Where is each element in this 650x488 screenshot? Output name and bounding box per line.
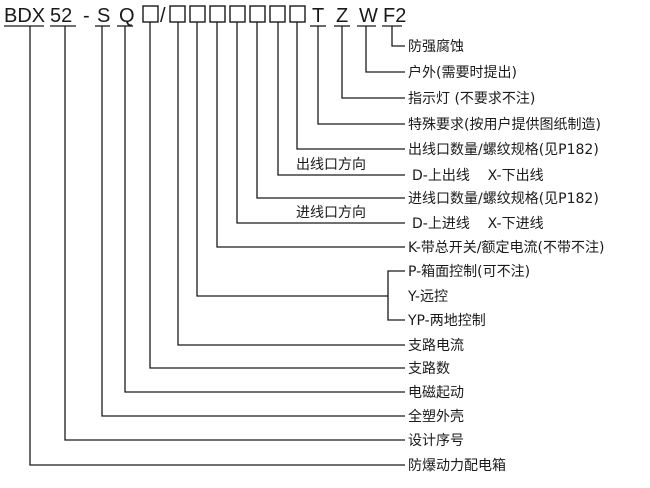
leader-electromagnetic bbox=[124, 26, 405, 393]
leader-plastic-shell bbox=[101, 26, 405, 417]
label-inlet-qty: 进线口数量/螺纹规格(见P182) bbox=[408, 191, 599, 207]
leader-indicator bbox=[341, 26, 405, 99]
code-z: Z bbox=[336, 5, 348, 27]
code-s: S bbox=[97, 5, 110, 27]
label-box-type: 防爆动力配电箱 bbox=[408, 458, 506, 474]
code-box-outlet-dir bbox=[269, 5, 286, 23]
label-plastic-shell: 全塑外壳 bbox=[408, 408, 464, 425]
code-box-control bbox=[189, 5, 206, 23]
leader-box-type bbox=[29, 26, 405, 466]
leader-outlet-qty bbox=[296, 22, 405, 150]
code-f2: F2 bbox=[383, 5, 406, 27]
label-control-dual: YP-两地控制 bbox=[407, 313, 486, 329]
code-slash: / bbox=[160, 5, 166, 27]
code-w: W bbox=[359, 5, 378, 27]
label-outdoor: 户外(需要时提出) bbox=[408, 64, 517, 81]
code-box-inlet-dir bbox=[229, 5, 246, 23]
leader-special bbox=[317, 26, 405, 125]
code-t: T bbox=[312, 5, 324, 27]
code-box-outlet-qty bbox=[289, 5, 306, 23]
label-main-switch: K-带总开关/额定电流(不带不注) bbox=[408, 240, 604, 256]
leader-branch-current bbox=[177, 22, 405, 346]
label-control-panel: P-箱面控制(可不注) bbox=[408, 264, 530, 280]
label-inlet-dir-head: 进线口方向 bbox=[296, 205, 366, 221]
leader-branch-count bbox=[149, 22, 405, 369]
label-outlet-dir-head: 出线口方向 bbox=[296, 157, 366, 173]
code-bdx: BDX bbox=[4, 5, 45, 27]
label-outlet-dir: D-上出线 X-下出线 bbox=[412, 168, 544, 184]
leader-main-switch bbox=[216, 22, 405, 248]
code-q: Q bbox=[119, 5, 135, 27]
label-indicator: 指示灯 (不要求不注) bbox=[408, 91, 535, 107]
code-box-inlet-qty bbox=[249, 5, 266, 23]
bracket-control-options bbox=[387, 270, 405, 321]
leader-design-no bbox=[64, 26, 405, 441]
code-dash: - bbox=[83, 5, 90, 27]
label-design-no: 设计序号 bbox=[408, 433, 464, 449]
leader-control bbox=[196, 22, 388, 297]
leader-outlet-dir bbox=[277, 22, 405, 176]
leader-anticorrosion bbox=[391, 26, 405, 47]
code-box-branch-count bbox=[142, 5, 159, 23]
code-52: 52 bbox=[50, 5, 72, 27]
label-electromagnetic: 电磁起动 bbox=[408, 385, 464, 401]
label-inlet-dir: D-上进线 X-下进线 bbox=[412, 216, 544, 232]
label-control-remote: Y-远控 bbox=[407, 289, 448, 305]
leader-inlet-dir bbox=[236, 22, 405, 224]
leader-inlet-qty bbox=[256, 22, 405, 199]
label-outlet-qty: 出线口数量/螺纹规格(见P182) bbox=[408, 142, 599, 158]
label-special: 特殊要求(按用户提供图纸制造) bbox=[408, 116, 601, 133]
label-anticorrosion: 防强腐蚀 bbox=[408, 38, 464, 55]
code-box-branch-current bbox=[169, 5, 186, 23]
label-branch-count: 支路数 bbox=[408, 361, 450, 377]
code-box-main-switch bbox=[209, 5, 226, 23]
label-branch-current: 支路电流 bbox=[408, 338, 464, 354]
leader-outdoor bbox=[365, 26, 405, 73]
